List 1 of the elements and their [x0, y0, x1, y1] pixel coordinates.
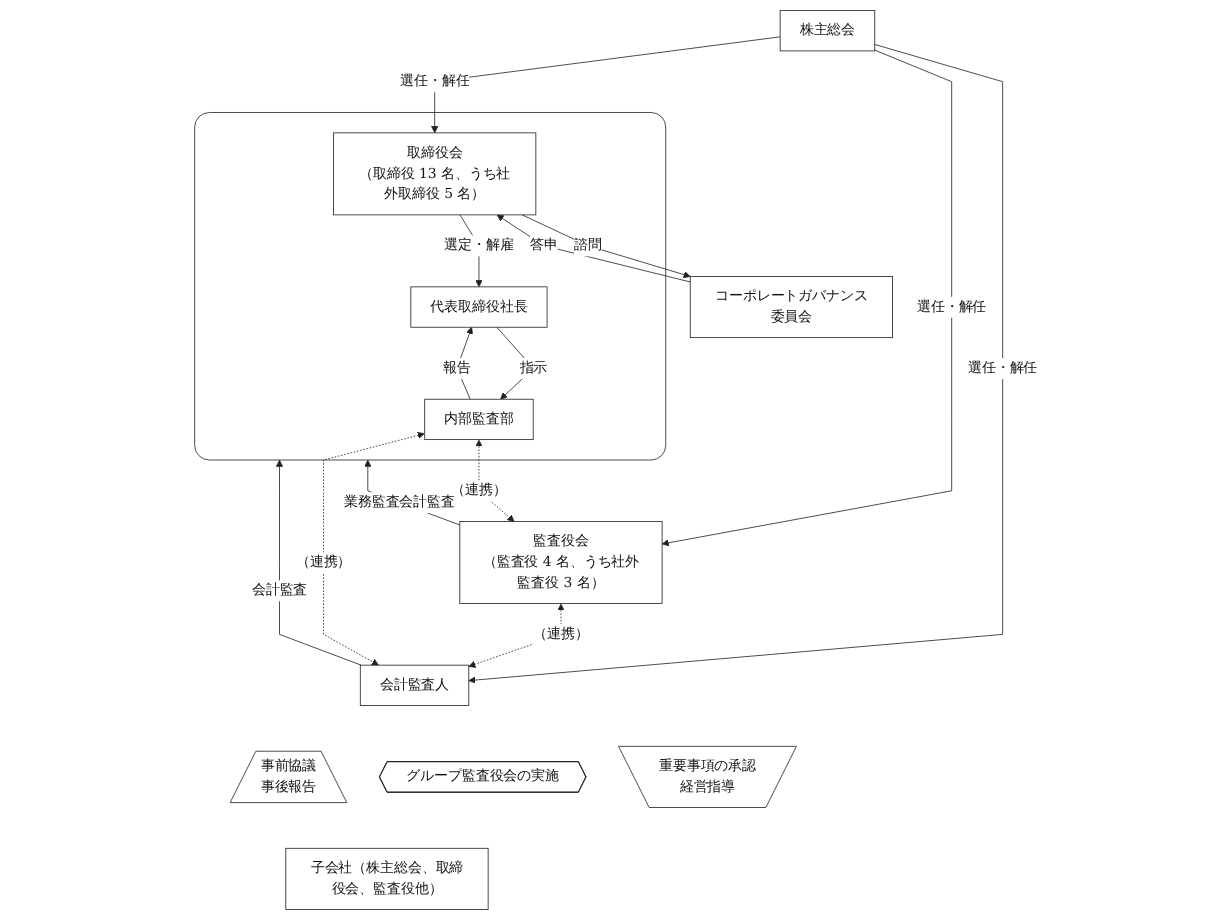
cluster: [194, 112, 667, 461]
